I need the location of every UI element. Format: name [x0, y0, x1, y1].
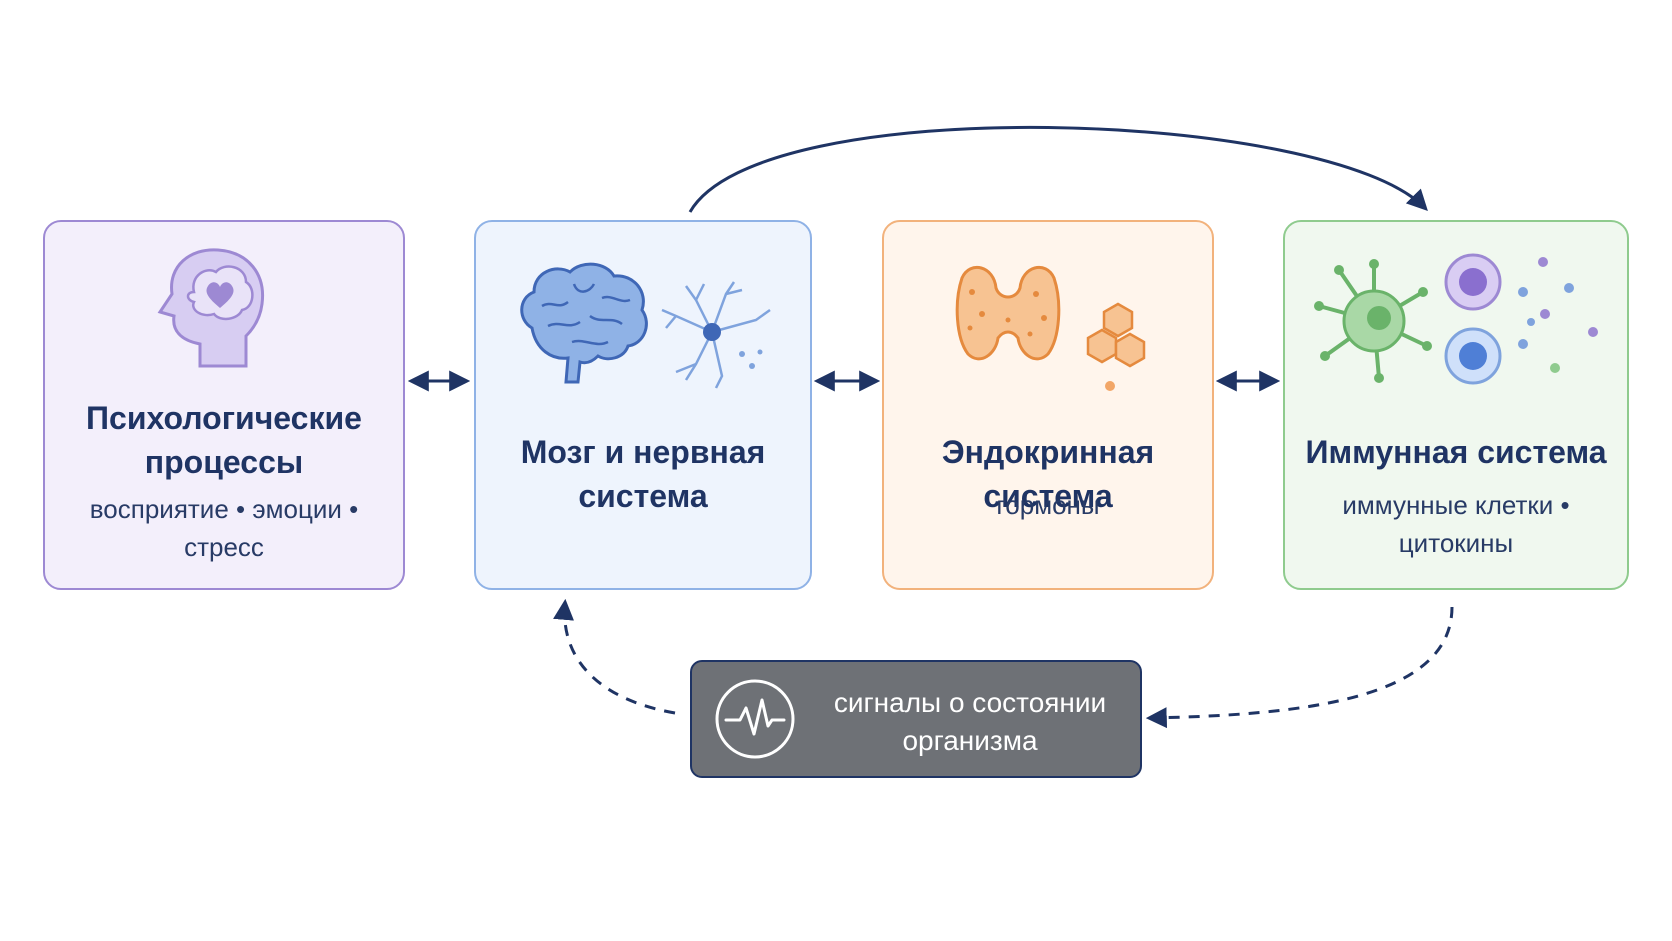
dashed-arrow-immune-to-signal: [1145, 606, 1454, 729]
curved-arrow-brain-to-immune: [688, 125, 1428, 213]
endocrine-system-box: Эндокринная система гормоны: [882, 220, 1214, 590]
thyroid-gland-icon: [955, 266, 1061, 361]
dashed-arrow-signal-to-brain: [553, 598, 676, 715]
head-with-heart-icon: [157, 248, 265, 368]
body-state-signals-box: сигналы о состоянии организма: [690, 660, 1142, 778]
neuron-icon: [661, 281, 771, 389]
virus-icon: [1314, 259, 1432, 383]
immune-cells-icon: [1444, 253, 1598, 385]
hormone-molecule-icon: [1086, 302, 1146, 391]
brain-nervous-system-box: Мозг и нервная система: [474, 220, 812, 590]
psych-title-line2: процессы: [144, 444, 304, 480]
immune-subtitle-line1: иммунные клетки •: [1342, 490, 1570, 520]
immune-title: Иммунная система: [1305, 434, 1607, 470]
brain-title-line2: система: [578, 478, 708, 514]
psych-subtitle-line1: восприятие • эмоции •: [89, 494, 359, 524]
endocrine-subtitle: гормоны: [996, 490, 1100, 520]
immune-system-box: Иммунная система иммунные клетки • циток…: [1283, 220, 1629, 590]
psychological-processes-box: Психологические процессы восприятие • эм…: [43, 220, 405, 590]
heartbeat-pulse-icon: [715, 679, 795, 759]
signals-label: сигналы о состоянии организма: [810, 684, 1130, 760]
psych-subtitle-line2: стресс: [184, 532, 264, 562]
brain-title-line1: Мозг и нервная: [520, 434, 766, 470]
immune-subtitle-line2: цитокины: [1398, 528, 1514, 558]
signals-label-line2: организма: [902, 725, 1038, 756]
endocrine-title: Эндокринная система: [941, 434, 1155, 514]
brain-icon: [520, 262, 648, 384]
signals-label-line1: сигналы о состоянии: [833, 687, 1107, 718]
psych-title-line1: Психологические: [86, 400, 362, 436]
